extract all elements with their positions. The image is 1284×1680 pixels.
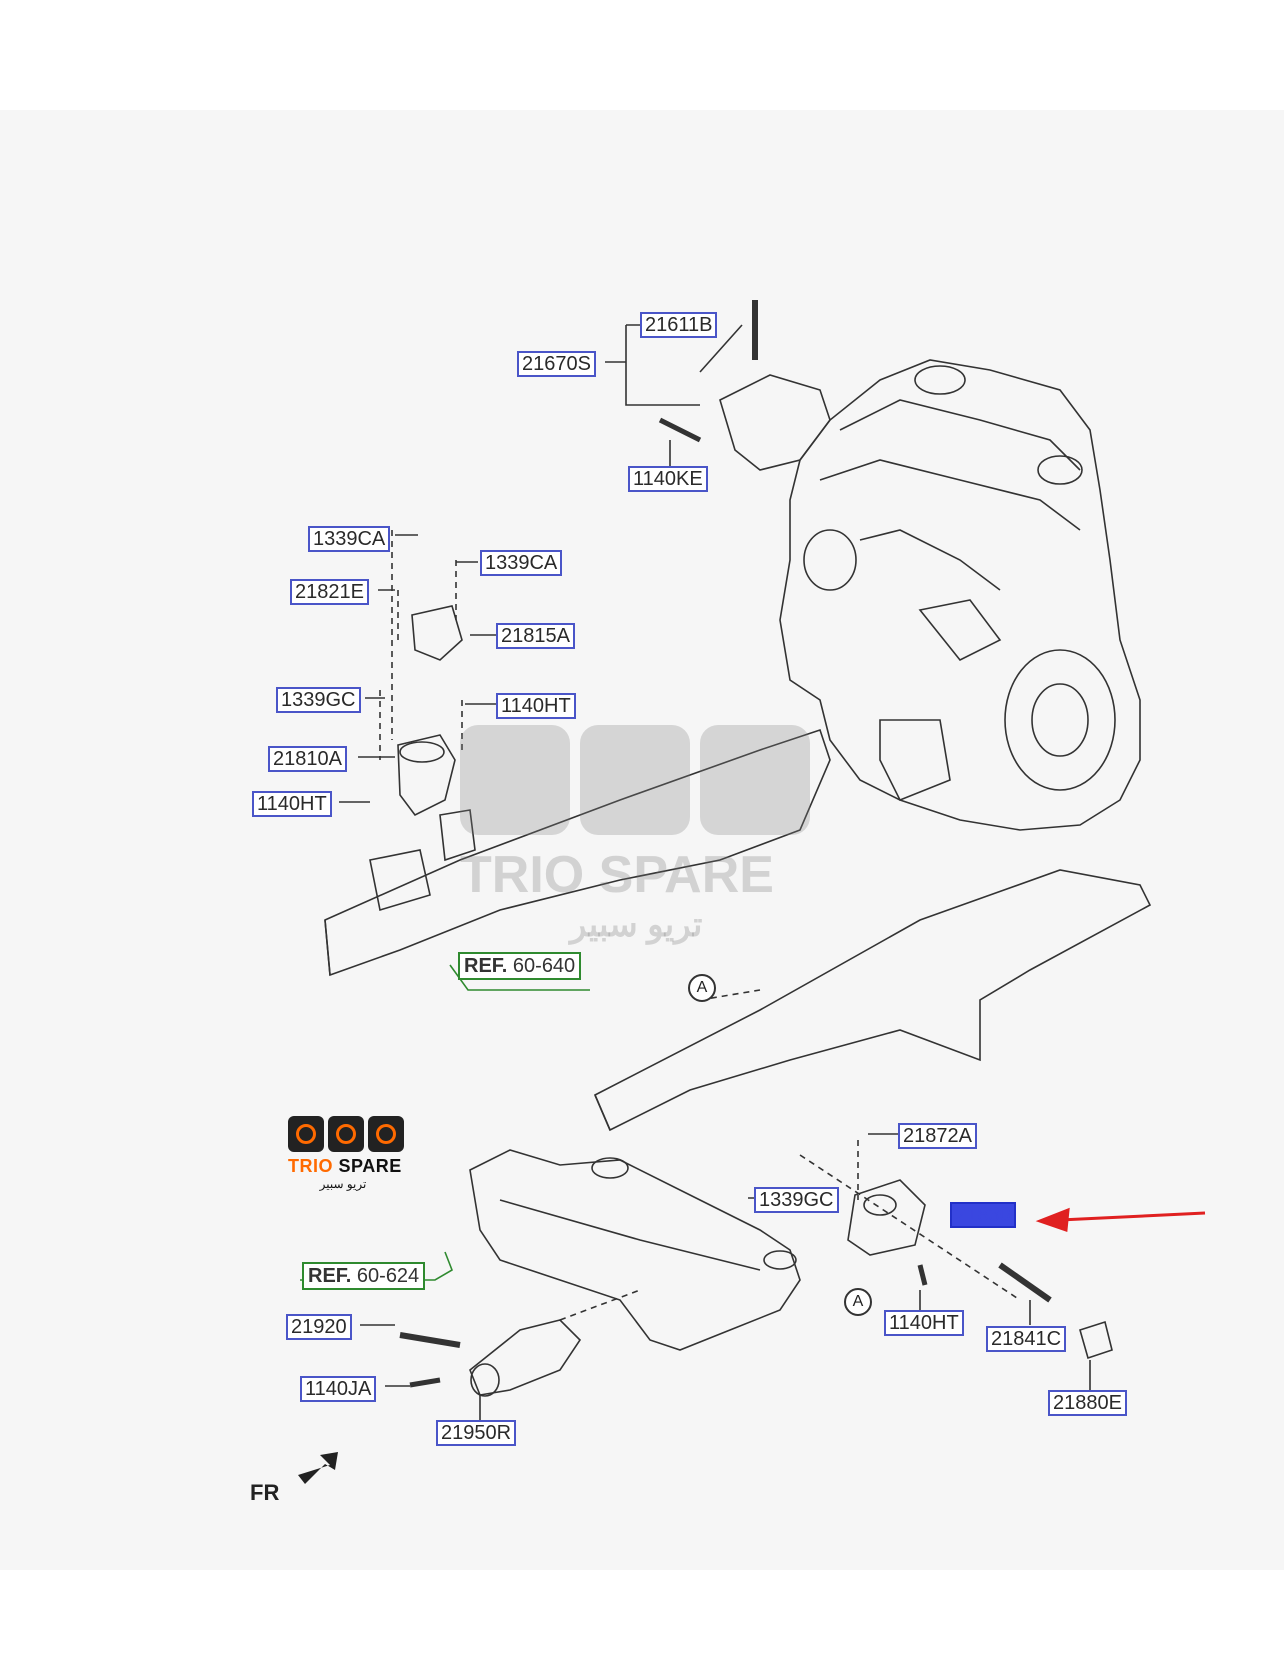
part-label-1339gc-1[interactable]: 1339GC [276,687,361,713]
watermark-brand-arabic: تريو سبير [570,906,703,944]
marker-a-bottom: A [844,1288,872,1316]
bracket-21670s [719,374,831,471]
part-label-1140ht-1[interactable]: 1140HT [496,693,576,719]
gauge-icon [328,1116,364,1152]
marker-a-top: A [688,974,716,1002]
roll-rod-21950r [469,1319,582,1396]
ref-number: 60-640 [512,955,576,977]
part-label-21810a[interactable]: 21810A [268,746,347,772]
part-label-1339ca-1[interactable]: 1339CA [308,526,391,552]
part-label-1140ja[interactable]: 1140JA [300,1376,377,1402]
ref-label-60-624[interactable]: REF. 60-624 [302,1262,426,1290]
part-label-21872a[interactable]: 21872A [898,1123,977,1149]
mount-21830 [847,1179,926,1256]
side-rail-lower [593,869,1152,1132]
logo-title: TRIO SPARE [288,1156,424,1177]
part-label-21670s[interactable]: 21670S [517,351,596,377]
part-label-21841c[interactable]: 21841C [986,1326,1067,1352]
part-label-21920[interactable]: 21920 [286,1314,352,1340]
part-label-1140ke[interactable]: 1140KE [628,466,708,492]
mount-21810a [397,734,456,817]
speaker-icon [288,1116,324,1152]
fr-arrow [298,1452,338,1484]
watermark-icon-1 [460,725,570,835]
diagram-panel [0,110,1284,1570]
part-label-21830-highlighted[interactable]: 21830 [950,1202,1016,1228]
part-label-21815a[interactable]: 21815A [496,623,575,649]
logo-icons [288,1116,424,1152]
engine-icon [368,1116,404,1152]
part-label-21950r[interactable]: 21950R [436,1420,517,1446]
logo-title-part2: SPARE [338,1156,402,1176]
logo-title-part1: TRIO [288,1156,333,1176]
brand-logo: TRIO SPARE تريو سبير [288,1116,424,1191]
bracket-21815a [411,605,463,661]
ref-prefix: REF. [308,1265,352,1287]
side-rail-upper [324,728,831,977]
watermark-brand: TRIO SPARE [460,846,774,904]
part-label-21611b[interactable]: 21611B [640,312,718,338]
engine-block [779,359,1141,831]
subframe [469,1149,801,1351]
ref-prefix: REF. [464,955,508,977]
part-label-1140ht-3[interactable]: 1140HT [884,1310,964,1336]
part-label-21880e[interactable]: 21880E [1048,1390,1127,1416]
part-label-1339ca-2[interactable]: 1339CA [480,550,563,576]
red-pointer-arrow [1035,1207,1206,1233]
logo-arabic: تريو سبير [319,1177,367,1191]
front-direction-label: FR [250,1480,280,1505]
watermark-icon-3 [700,725,810,835]
part-label-1339gc-2[interactable]: 1339GC [754,1187,839,1213]
ref-label-60-640[interactable]: REF. 60-640 [458,952,582,980]
part-label-21821e[interactable]: 21821E [290,579,369,605]
part-label-1140ht-2[interactable]: 1140HT [252,791,332,817]
ref-number: 60-624 [356,1265,420,1287]
watermark: TRIO SPARE تريو سبير [460,725,830,955]
watermark-icon-2 [580,725,690,835]
